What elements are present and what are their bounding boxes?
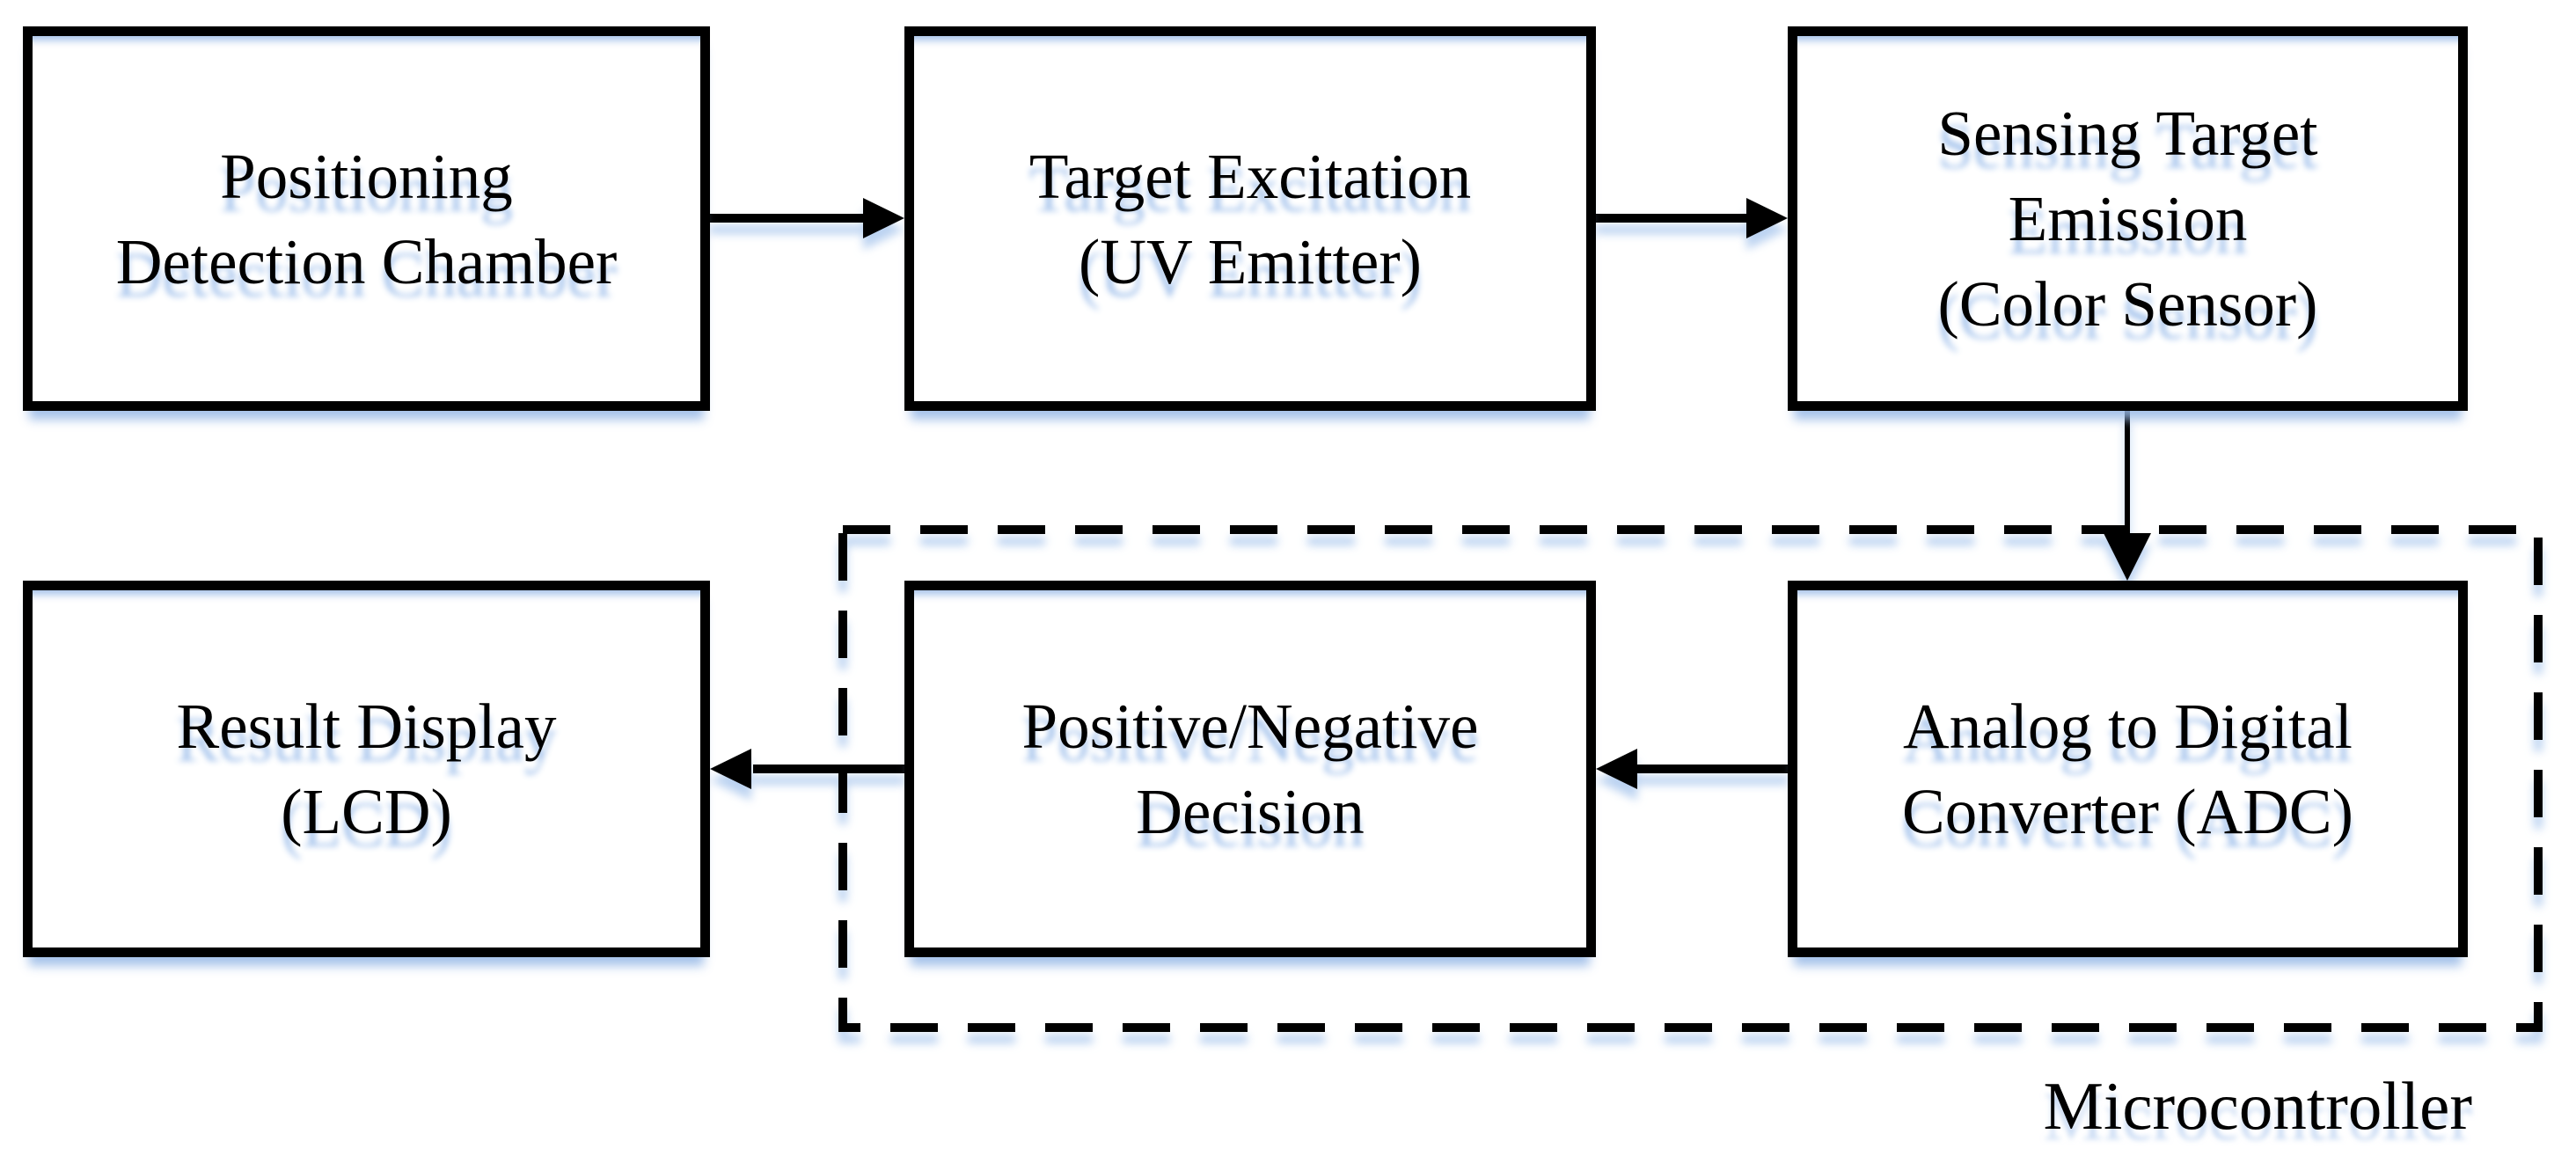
block-label-line: (UV Emitter) xyxy=(1079,225,1422,297)
block-positive-negative-decision: Positive/Negative Decision xyxy=(904,581,1596,957)
block-positioning-detection-chamber: Positioning Detection Chamber xyxy=(23,26,710,411)
block-label: Analog to Digital Converter (ADC) xyxy=(1902,684,2353,854)
block-sensing-target-emission: Sensing Target Emission (Color Sensor) xyxy=(1788,26,2468,411)
arrow-adc-to-decision xyxy=(1596,749,1788,789)
block-label-line: Emission xyxy=(2008,183,2248,254)
arrow-decision-to-result xyxy=(710,749,904,789)
block-label-line: Analog to Digital xyxy=(1903,691,2353,762)
block-label-line: Target Excitation xyxy=(1028,140,1472,212)
block-label: Target Excitation (UV Emitter) xyxy=(1029,134,1471,304)
block-label: Positive/Negative Decision xyxy=(1021,684,1478,854)
block-label-line: Positioning xyxy=(220,140,513,212)
arrow-sensing-to-adc xyxy=(2104,411,2151,581)
block-target-excitation: Target Excitation (UV Emitter) xyxy=(904,26,1596,411)
arrow-positioning-to-excitation xyxy=(710,198,904,238)
block-label: Sensing Target Emission (Color Sensor) xyxy=(1937,91,2317,347)
block-label-line: Result Display xyxy=(176,691,557,762)
block-label-line: Detection Chamber xyxy=(115,225,618,297)
microcontroller-label: Microcontroller xyxy=(2043,1068,2473,1144)
block-label-line: (Color Sensor) xyxy=(1937,268,2318,340)
block-label: Result Display (LCD) xyxy=(177,684,557,854)
block-label-line: Sensing Target xyxy=(1937,98,2318,169)
block-label-line: Decision xyxy=(1136,776,1365,847)
arrow-excitation-to-sensing xyxy=(1596,198,1788,238)
block-label-line: (LCD) xyxy=(281,776,452,847)
block-label-line: Converter (ADC) xyxy=(1902,776,2353,847)
block-label: Positioning Detection Chamber xyxy=(116,134,618,304)
block-analog-to-digital-converter: Analog to Digital Converter (ADC) xyxy=(1788,581,2468,957)
block-label-line: Positive/Negative xyxy=(1021,691,1479,762)
block-result-display: Result Display (LCD) xyxy=(23,581,710,957)
